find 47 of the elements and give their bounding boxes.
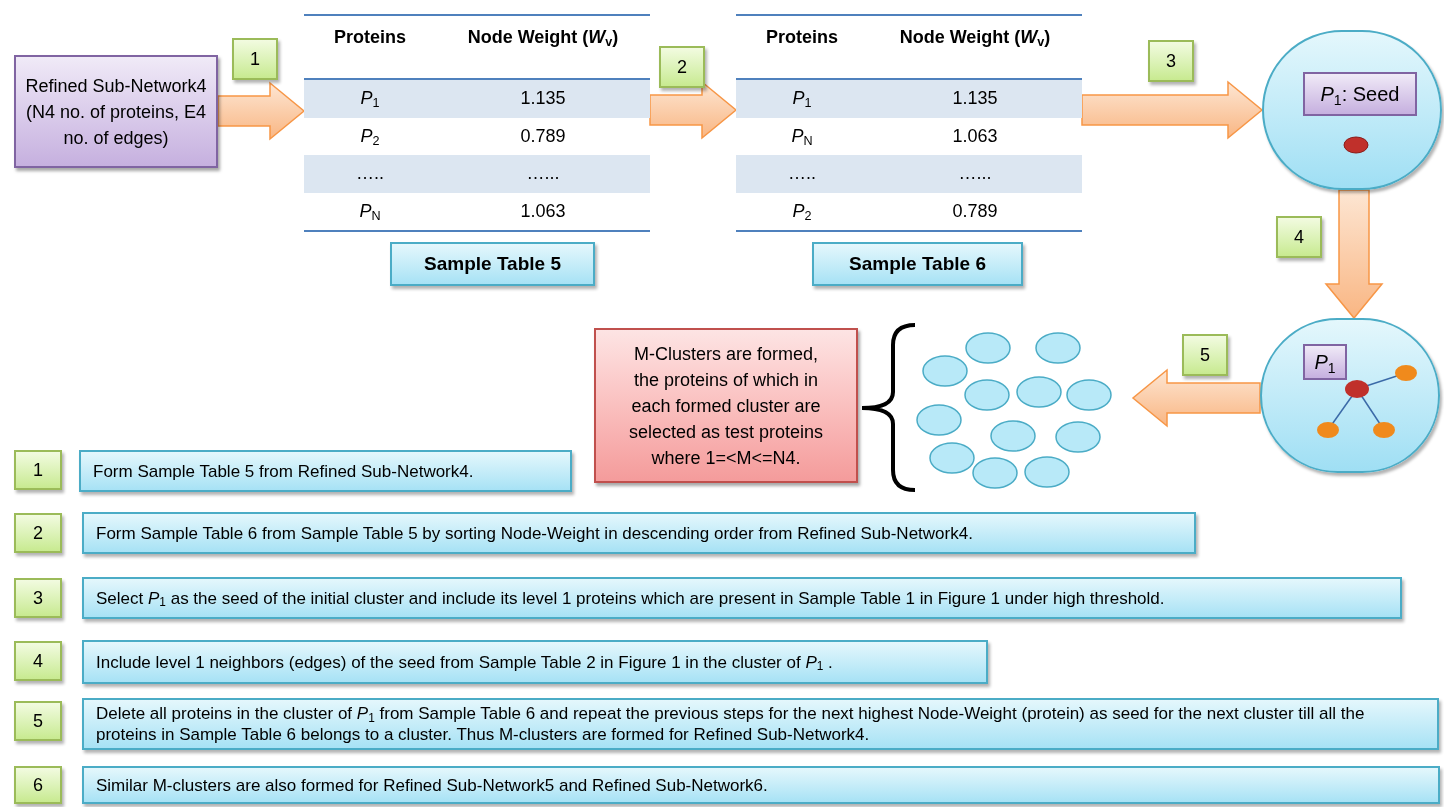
table-cell: P$_{1}$ — [304, 80, 436, 118]
table-caption-box: Sample Table 6 — [812, 242, 1023, 286]
table-cell-text: P$_{N}$ — [790, 124, 814, 150]
block-arrow — [1324, 189, 1384, 320]
seed-label-box: P$_{1}$: Seed — [1303, 72, 1417, 116]
block-arrow — [1131, 368, 1261, 428]
table-cell: 1.135 — [436, 80, 650, 118]
step-description-box: Include level 1 neighbors (edges) of the seed from Sample Table 2 in Figure 1 in the cluster of P$_{1}$ . — [82, 640, 988, 684]
network-box: Refined Sub-Network4 (N4 no. of proteins, E4 no. of edges) — [14, 55, 218, 168]
step-number-box: 3 — [1148, 40, 1194, 82]
table-cell-text: P$_{N}$ — [358, 199, 382, 225]
table-cell: 1.135 — [868, 80, 1082, 118]
table-cell-text: 1.063 — [951, 124, 999, 148]
seed-label-box: P$_{1}$ — [1303, 344, 1347, 380]
note-box: M-Clusters are formed, the proteins of which in each formed cluster are selected as test proteins where 1=<M<=N4. — [594, 328, 858, 483]
step-number-box: 4 — [14, 641, 62, 681]
step-number-box: 4 — [1276, 216, 1322, 258]
table-cell-text: 0.789 — [951, 199, 999, 223]
step-number-box: 6 — [14, 766, 62, 804]
block-arrow — [217, 81, 306, 141]
table-caption-box: Sample Table 5 — [390, 242, 595, 286]
step-number-box: 1 — [14, 450, 62, 490]
table-cell: P$_{1}$ — [736, 80, 868, 118]
table-header: Node Weight (W$_{v}$) — [898, 26, 1052, 52]
step-number-box: 5 — [14, 701, 62, 741]
table-cell-text: 1.063 — [519, 199, 567, 223]
step-description-box: Delete all proteins in the cluster of P$_{1}$ from Sample Table 6 and repeat the previous steps for the next highest Node-Weight (protein) as seed for the next cluster till all the proteins in Sample Table 6 belongs to a cluster. Thus M-clusters are formed for Refined Sub-Network4. — [82, 698, 1439, 750]
block-arrow — [1081, 80, 1264, 140]
step-number-box: 3 — [14, 578, 62, 618]
step-description-box: Form Sample Table 6 from Sample Table 5 by sorting Node-Weight in descending order from Refined Sub-Network4. — [82, 512, 1196, 554]
table-cell-text: 0.789 — [519, 124, 567, 148]
step-number-box: 2 — [14, 513, 62, 553]
table-cell: …... — [868, 155, 1082, 193]
table-cell: ….. — [736, 155, 868, 193]
table-cell-text: P$_{2}$ — [359, 124, 381, 150]
table-cell: …... — [436, 155, 650, 193]
table-header: Node Weight (W$_{v}$) — [466, 26, 620, 52]
table-cell-text: P$_{2}$ — [791, 199, 813, 225]
table-header: Proteins — [333, 26, 407, 49]
table-cell: ….. — [304, 155, 436, 193]
step-number-box: 5 — [1182, 334, 1228, 376]
step-description-box: Similar M-clusters are also formed for Refined Sub-Network5 and Refined Sub-Network6. — [82, 766, 1440, 804]
table-header: Proteins — [765, 26, 839, 49]
step-number-box: 1 — [232, 38, 278, 80]
step-description-box: Select P$_{1}$ as the seed of the initial cluster and include its level 1 proteins which are present in Sample Table 1 in Figure 1 under high threshold. — [82, 577, 1402, 619]
step-number-box: 2 — [659, 46, 705, 88]
step-description-box: Form Sample Table 5 from Refined Sub-Network4. — [79, 450, 572, 492]
